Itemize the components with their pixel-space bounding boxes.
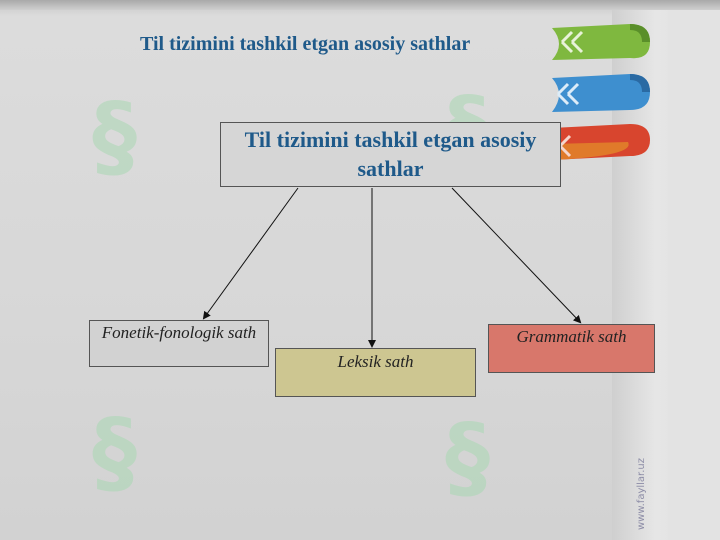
green-arrow-ribbon-icon [552,24,650,60]
node-grammatik: Grammatik sath [488,324,655,373]
node-leksik: Leksik sath [275,348,476,397]
blue-arrow-ribbon-icon [552,74,650,112]
side-watermark-note: www.fayllar.uz [636,457,647,530]
node-leksik-label: Leksik sath [337,352,414,371]
arrow-to-grammatik [451,187,582,324]
root-node: Til tizimini tashkil etgan asosiy sathla… [220,122,561,187]
right-edge-strip [668,10,720,540]
slide-title: Til tizimini tashkil etgan asosiy sathla… [140,33,471,55]
top-bar [0,0,720,10]
watermark-logo-icon: § [92,84,137,189]
watermark-logo-icon: § [92,400,137,505]
node-grammatik-label: Grammatik sath [516,327,627,346]
node-fonetik-label: Fonetik-fonologik sath [101,323,257,342]
arrow-to-fonetik [202,187,299,320]
root-node-label: Til tizimini tashkil etgan asosiy sathla… [244,126,537,181]
node-fonetik-fonologik: Fonetik-fonologik sath [89,320,269,367]
watermark-logo-icon: § [445,405,490,510]
red-arrow-ribbon-icon [552,124,650,160]
